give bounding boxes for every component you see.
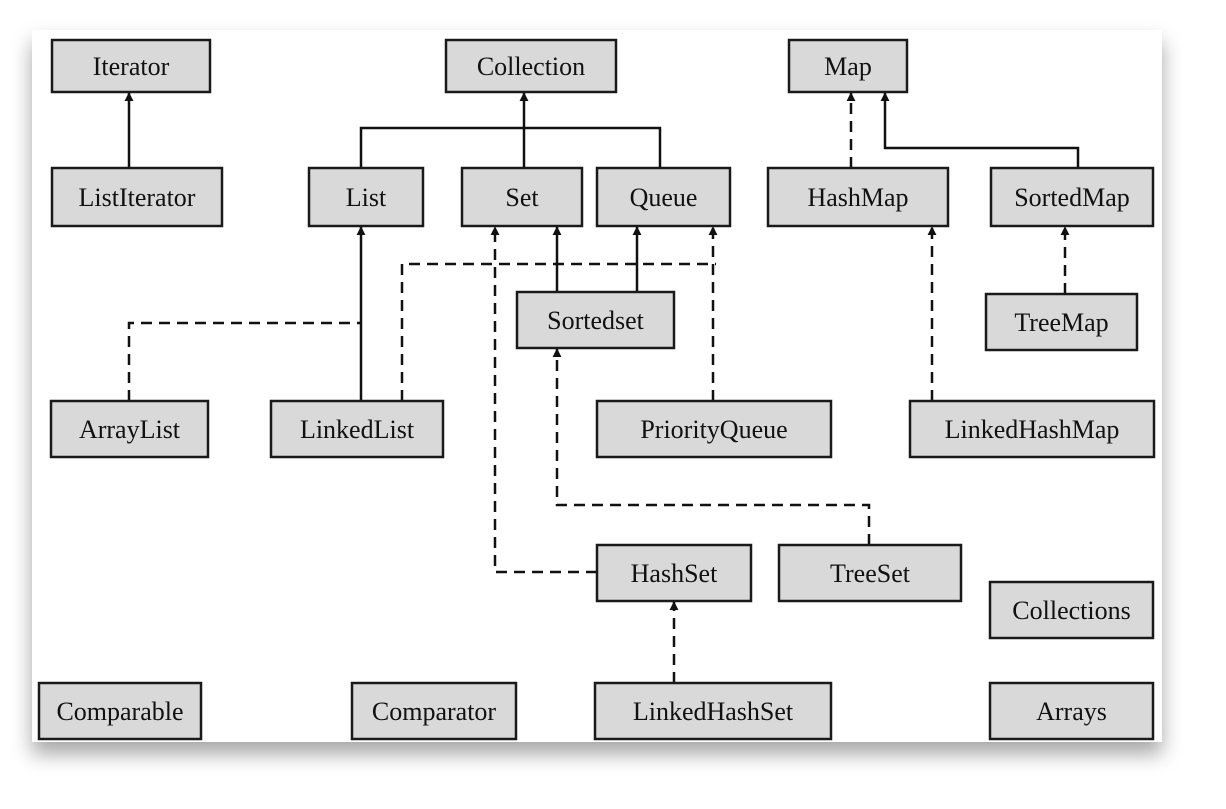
node-box <box>593 681 833 741</box>
edge-layer <box>124 92 1080 683</box>
node-treemap: TreeMap <box>984 292 1139 352</box>
node-box <box>908 399 1156 459</box>
node-box <box>988 681 1155 741</box>
node-linkedlist: LinkedList <box>269 399 445 459</box>
node-comparator: Comparator <box>350 681 518 741</box>
node-iterator: Iterator <box>50 38 212 94</box>
edge-sortedmap-map <box>880 92 1080 168</box>
node-box <box>989 166 1155 228</box>
node-box <box>444 38 618 94</box>
node-collection: Collection <box>444 38 618 94</box>
node-hashset: HashSet <box>595 543 753 603</box>
node-label: LinkedHashSet <box>633 697 794 726</box>
node-linkedhashmap: LinkedHashMap <box>908 399 1156 459</box>
node-label: ArrayList <box>79 415 181 444</box>
node-treeset: TreeSet <box>777 543 963 603</box>
node-label: SortedMap <box>1014 183 1130 212</box>
node-label: ListIterator <box>79 183 196 212</box>
node-label: Comparable <box>56 697 183 726</box>
node-hashmap: HashMap <box>766 166 950 228</box>
node-arrays: Arrays <box>988 681 1155 741</box>
node-box <box>49 399 210 459</box>
node-label: LinkedList <box>300 415 415 444</box>
node-box <box>787 38 909 94</box>
node-label: Comparator <box>372 697 497 726</box>
node-box <box>269 399 445 459</box>
node-box <box>515 290 676 350</box>
node-list-iterator: ListIterator <box>50 166 224 228</box>
node-label: List <box>346 183 387 212</box>
node-arraylist: ArrayList <box>49 399 210 459</box>
node-box <box>777 543 963 603</box>
node-label: Collection <box>477 52 585 81</box>
node-box <box>37 681 203 741</box>
node-box <box>460 166 584 228</box>
node-comparable: Comparable <box>37 681 203 741</box>
node-box <box>988 580 1155 640</box>
node-box <box>595 543 753 603</box>
node-sortedmap: SortedMap <box>989 166 1155 228</box>
node-label: TreeMap <box>1014 308 1108 337</box>
node-label: Arrays <box>1036 697 1107 726</box>
node-label: Map <box>824 52 872 81</box>
node-box <box>766 166 950 228</box>
node-map: Map <box>787 38 909 94</box>
node-collections: Collections <box>988 580 1155 640</box>
node-label: Iterator <box>93 52 170 81</box>
node-label: TreeSet <box>830 559 911 588</box>
node-priorityqueue: PriorityQueue <box>595 399 833 459</box>
node-box <box>984 292 1139 352</box>
node-box <box>50 166 224 228</box>
edge-hashset-set <box>490 226 597 574</box>
node-box <box>350 681 518 741</box>
node-label: LinkedHashMap <box>945 415 1120 444</box>
node-label: Queue <box>630 183 698 212</box>
edge-arraylist-list <box>127 321 361 401</box>
node-label: HashMap <box>807 183 908 212</box>
node-list: List <box>307 166 425 228</box>
node-label: Set <box>505 183 539 212</box>
node-label: HashSet <box>631 559 718 588</box>
node-label: Sortedset <box>547 306 645 335</box>
node-box <box>595 166 732 228</box>
node-set: Set <box>460 166 584 228</box>
edge-linkedlist-queue <box>400 262 716 401</box>
node-box <box>307 166 425 228</box>
node-box <box>50 38 212 94</box>
node-queue: Queue <box>595 166 732 228</box>
node-sortedset: Sortedset <box>515 290 676 350</box>
node-label: PriorityQueue <box>640 415 787 444</box>
node-label: Collections <box>1012 596 1130 625</box>
node-box <box>595 399 833 459</box>
edge-list-collection-trunk <box>359 126 662 168</box>
edge-treeset-sortedset <box>552 348 871 545</box>
node-linkedhashset: LinkedHashSet <box>593 681 833 741</box>
